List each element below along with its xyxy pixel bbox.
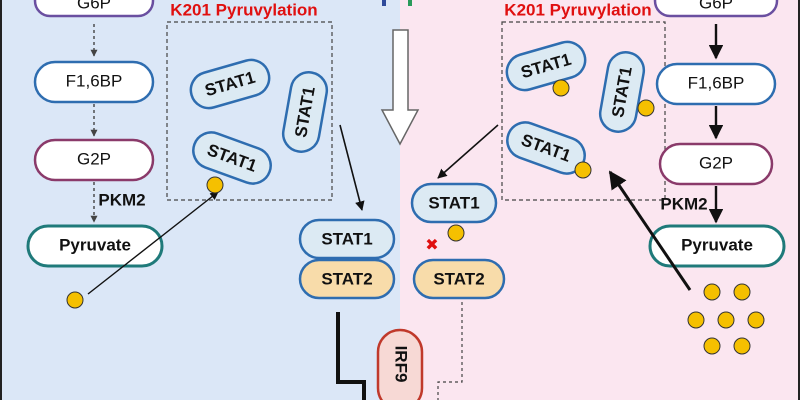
right-f16bp-node: F1,6BP [655, 62, 777, 106]
irf9-label: IRF9 [392, 346, 411, 383]
block-mark-icon: ✖ [425, 237, 438, 254]
right-g2p-label: G2P [699, 153, 733, 172]
left-dimer-stat1: STAT1 [298, 218, 396, 260]
right-pyruvylation-box [501, 21, 666, 201]
right-pyruvate-cluster-dot [733, 283, 751, 301]
right-pyruvate-cluster-dot [687, 311, 705, 329]
left-box-stat1-b: STAT1 [281, 71, 329, 153]
right-free-stat2-label: STAT2 [433, 269, 484, 288]
right-pkm2-label: PKM2 [660, 194, 707, 213]
right-box-stat1-a: STAT1 [505, 40, 587, 92]
right-g6p-node: G6P [653, 0, 779, 18]
left-dimer-stat1-label: STAT1 [321, 229, 372, 248]
left-box-stat1-a: STAT1 [189, 58, 271, 110]
left-g2p-label: G2P [77, 149, 111, 168]
right-pyruvate-node: Pyruvate [648, 224, 786, 268]
right-pyruvate-cluster-dot [747, 311, 765, 329]
left-g6p-node: G6P [33, 0, 155, 18]
left-dimer-to-irf9-line [336, 312, 366, 400]
right-free-stat1: STAT1 [410, 182, 498, 224]
left-box-stat1-c-pyruvate-dot [206, 176, 224, 194]
top-marker-blue [382, 0, 386, 6]
left-dimer-stat2-label: STAT2 [321, 269, 372, 288]
central-transition-arrow [380, 29, 420, 146]
right-pyruvate-cluster-dot [733, 337, 751, 355]
right-arrow-box-to-free-stat1 [437, 124, 499, 179]
left-arrow-box-to-dimer [339, 124, 365, 211]
left-box-stat1-c: STAT1 [192, 131, 272, 185]
left-dimer-stat2: STAT2 [298, 258, 396, 300]
right-g6p-label: G6P [699, 0, 733, 12]
top-marker-green [408, 0, 412, 6]
right-box-stat1-a-pyruvate-dot [552, 79, 570, 97]
right-pyruvate-cluster-dot [717, 311, 735, 329]
right-arrow-pyruvate-to-box [608, 170, 692, 291]
right-f16bp-label: F1,6BP [688, 73, 745, 92]
right-g2p-node: G2P [658, 142, 774, 186]
left-f16bp-node: F1,6BP [33, 60, 155, 104]
left-g2p-node: G2P [33, 138, 155, 182]
left-pkm2-label: PKM2 [98, 190, 145, 209]
right-box-stat1-b: STAT1 [598, 51, 646, 133]
right-box-stat1-c-pyruvate-dot [574, 161, 592, 179]
right-box-stat1-b-pyruvate-dot [637, 99, 655, 117]
left-title: K201 Pyruvylation [170, 0, 317, 19]
left-pyruvate-label: Pyruvate [59, 235, 131, 254]
right-pyruvate-label: Pyruvate [681, 235, 753, 254]
left-pyruvate-dot [66, 291, 84, 309]
irf9-node: IRF9 [376, 328, 424, 400]
right-free-stat2: STAT2 [412, 258, 506, 300]
left-arrow-pyruvate-to-stat1 [87, 191, 219, 295]
left-f16bp-label: F1,6BP [66, 71, 123, 90]
left-g6p-label: G6P [77, 0, 111, 12]
right-title: K201 Pyruvylation [504, 0, 651, 19]
right-pyruvate-cluster-dot [703, 283, 721, 301]
right-pyruvate-cluster-dot [703, 337, 721, 355]
right-stat2-to-irf9-dashed-line [437, 302, 463, 400]
right-free-stat1-pyruvate-dot [447, 224, 465, 242]
left-pyruvate-node: Pyruvate [26, 224, 164, 268]
right-free-stat1-label: STAT1 [428, 193, 479, 212]
left-pyruvylation-box [166, 21, 333, 201]
